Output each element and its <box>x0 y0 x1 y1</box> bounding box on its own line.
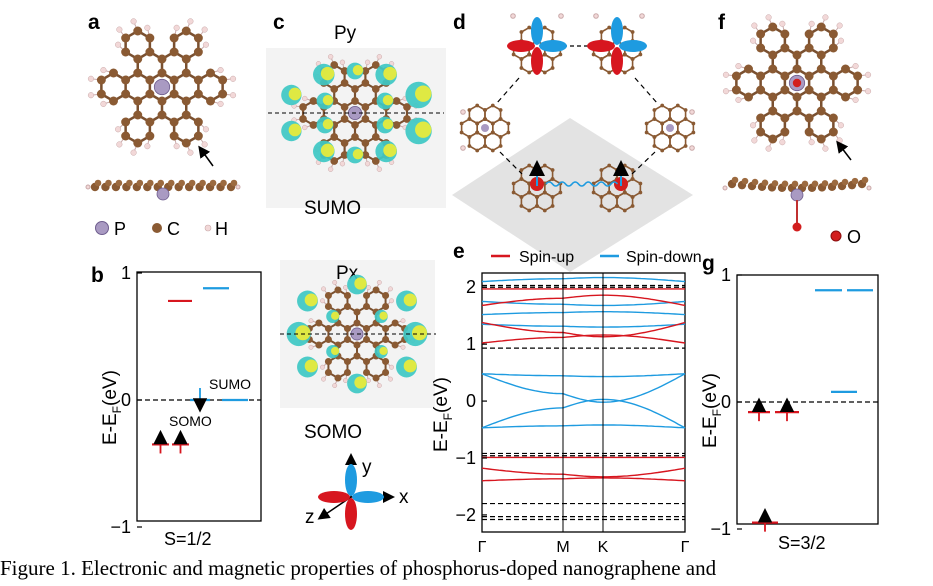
kpoint-label: Γ <box>681 539 690 556</box>
panel-label-a: a <box>88 11 100 34</box>
kpoint-label: K <box>598 539 609 556</box>
panel-label-d: d <box>453 11 466 34</box>
figure-canvas: a c d f b e g P C H Py SUMO Px SOMO y x … <box>85 11 879 556</box>
substrate-plane <box>452 118 693 272</box>
atom-legend-a: P C H <box>95 219 228 239</box>
sumo-label: SUMO <box>304 198 361 219</box>
plot-frame-g <box>736 274 879 525</box>
spin-down-band <box>481 424 686 429</box>
ytick-label-e: 1 <box>466 334 476 354</box>
spin-up-band <box>481 467 686 478</box>
spin-down-band <box>481 300 686 307</box>
spin-down-band <box>481 311 686 316</box>
py-lobe-up-icon <box>345 464 357 496</box>
ytick-label: 1 <box>721 265 731 285</box>
xlabel-b: S=1/2 <box>164 529 212 549</box>
ytick-label-e: −2 <box>455 505 476 525</box>
spin-down-band <box>481 276 686 283</box>
spin-up-band <box>481 477 686 482</box>
ytick-label: −1 <box>710 519 731 539</box>
ytick-label-e: 0 <box>466 391 476 411</box>
spin-down-band-dispersive <box>481 398 686 429</box>
ylabel-g: E-EF(eV) <box>700 373 724 448</box>
dimer-structure <box>459 13 696 213</box>
plot-frame-b <box>136 271 262 522</box>
legend-p-label: P <box>114 219 126 239</box>
px-lobe-left-icon <box>318 491 350 503</box>
panel-label-b: b <box>91 264 104 287</box>
ylabel-b: E-EF(eV) <box>100 370 124 445</box>
molecule-side-view-f <box>722 176 872 232</box>
px-lobe-right-icon <box>352 491 384 503</box>
spin-down-band <box>481 373 686 378</box>
legend-e: Spin-up Spin-down <box>491 249 702 266</box>
legend-spin-down: Spin-down <box>626 249 702 266</box>
panel-label-g: g <box>702 252 715 275</box>
hydrogen-atom-icon <box>204 224 212 232</box>
figure-caption: Figure 1. Electronic and magnetic proper… <box>0 556 717 580</box>
panel-label-f: f <box>718 11 726 34</box>
level-label-sumo-b: SUMO <box>209 376 251 392</box>
carbon-atom-icon <box>152 223 162 233</box>
ytick-label: 1 <box>121 263 131 283</box>
molecule-side-view-a <box>85 179 241 201</box>
ytick-label: 0 <box>721 392 731 412</box>
level-label-somo-b: SOMO <box>169 413 212 429</box>
py-lobe-down-icon <box>345 498 357 530</box>
spin-up-band <box>481 334 686 344</box>
somo-label: SOMO <box>304 422 362 443</box>
ytick-label: −1 <box>110 517 131 537</box>
axis-x-label: x <box>399 487 409 508</box>
pointer-arrow-a <box>198 145 214 167</box>
chart-g: 1 0 −1 E-EF(eV) S=3/2 <box>700 265 879 553</box>
legend-spin-up: Spin-up <box>519 249 574 266</box>
legend-o-label: O <box>847 227 861 247</box>
ytick-label: 0 <box>121 390 131 410</box>
axis-y-label: y <box>362 457 372 478</box>
molecule-top-view-a <box>87 18 237 156</box>
oxygen-atom-icon <box>830 230 842 242</box>
panel-label-c: c <box>273 11 285 34</box>
legend-c-label: C <box>167 219 180 239</box>
phosphorus-atom-icon <box>95 221 109 235</box>
ytick-label-e: 2 <box>466 277 476 297</box>
chart-b: 1 0 −1 E-EF(eV) SUMO SOMO S=1/2 <box>100 263 262 549</box>
spin-up-band <box>481 294 686 307</box>
py-orbital-label: Py <box>334 23 357 44</box>
spin-down-band <box>481 323 686 328</box>
axis-z-label: z <box>305 507 315 528</box>
xlabel-g: S=3/2 <box>778 533 826 553</box>
legend-h-label: H <box>215 219 228 239</box>
ylabel-e: E-EF(eV) <box>431 377 455 452</box>
sumo-isosurface <box>281 54 432 172</box>
atom-legend-f: O <box>830 227 861 247</box>
ytick-label-e: −1 <box>455 448 476 468</box>
somo-isosurface <box>286 274 428 394</box>
pointer-arrow-f <box>836 140 852 161</box>
kpoint-label: Γ <box>478 539 487 556</box>
panel-label-e: e <box>453 240 465 263</box>
plot-frame-e <box>481 272 686 533</box>
spin-down-band-dispersive <box>481 373 686 403</box>
kpoint-label: M <box>556 539 569 556</box>
molecule-top-view-f <box>722 14 872 152</box>
p-orbital-axes: y x z <box>305 453 409 530</box>
